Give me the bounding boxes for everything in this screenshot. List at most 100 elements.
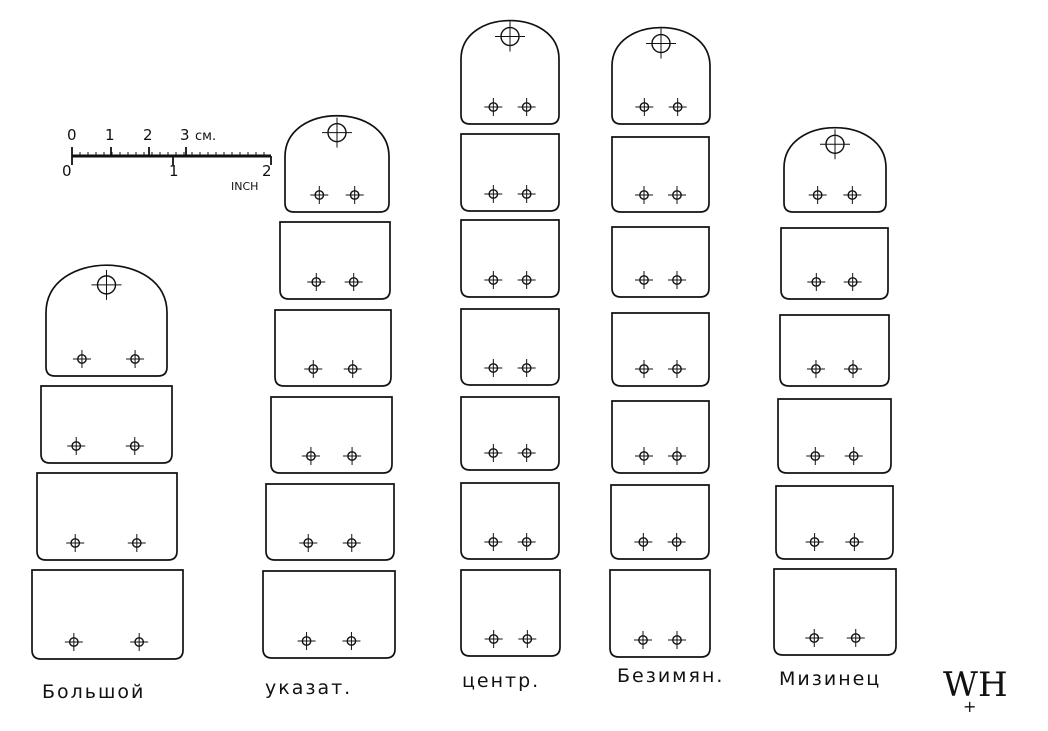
mounting-hole <box>846 629 865 647</box>
segment-plate <box>279 221 391 300</box>
column-little <box>773 127 897 656</box>
mounting-hole <box>301 447 320 465</box>
plate-outline <box>777 398 892 474</box>
mounting-hole <box>342 534 361 552</box>
scale-cm-unit: см. <box>195 129 217 144</box>
mounting-hole <box>667 186 686 204</box>
mounting-hole <box>517 271 536 289</box>
signature-mark: WH <box>943 665 1008 705</box>
mounting-hole <box>517 533 536 551</box>
mounting-hole <box>484 185 503 203</box>
mounting-hole <box>304 360 323 378</box>
plate-outline <box>609 569 711 658</box>
mounting-hole <box>635 98 654 116</box>
mounting-hole <box>844 447 863 465</box>
mounting-hole <box>805 533 824 551</box>
mounting-hole <box>484 630 503 648</box>
scale-bar <box>71 147 272 165</box>
mounting-hole <box>299 534 318 552</box>
plate-outline <box>460 569 561 657</box>
mounting-hole <box>843 273 862 291</box>
tip-plate <box>783 127 887 213</box>
mounting-hole <box>518 630 537 648</box>
segment-plate <box>460 308 560 386</box>
tip-plate <box>45 264 168 377</box>
scale-cm-3: 3 <box>180 126 190 144</box>
plate-outline <box>611 26 711 125</box>
plate-outline <box>611 400 710 474</box>
mounting-hole <box>667 271 686 289</box>
segment-plate <box>274 309 392 387</box>
segment-plate <box>460 219 560 298</box>
plate-outline <box>460 133 560 212</box>
mounting-hole <box>805 629 824 647</box>
column-index <box>262 115 396 659</box>
plate-outline <box>773 568 897 656</box>
mounting-hole <box>634 631 652 649</box>
mounting-hole <box>635 447 654 465</box>
mounting-hole <box>820 129 850 160</box>
mounting-hole <box>66 534 85 552</box>
mounting-hole <box>484 533 503 551</box>
segment-plate <box>265 483 395 561</box>
mounting-hole <box>646 28 676 59</box>
label-index: указат. <box>265 677 353 699</box>
mounting-hole <box>130 633 149 651</box>
segment-plate <box>36 472 178 561</box>
plate-outline <box>40 385 173 464</box>
segment-plate <box>610 484 710 560</box>
plate-outline <box>783 127 887 213</box>
mounting-hole <box>343 447 362 465</box>
scale-cm-0: 0 <box>67 126 77 144</box>
mounting-hole <box>67 437 86 455</box>
segment-plate <box>773 568 897 656</box>
mounting-hole <box>344 273 363 291</box>
mounting-hole <box>517 444 536 462</box>
scale-inch-1: 1 <box>169 162 179 180</box>
mounting-hole <box>484 98 503 116</box>
mounting-hole <box>297 632 316 650</box>
mounting-hole <box>635 360 654 378</box>
plate-outline <box>45 264 168 377</box>
mounting-hole <box>844 360 863 378</box>
mounting-hole <box>307 273 326 291</box>
plate-outline <box>775 485 894 560</box>
mounting-hole <box>72 350 91 368</box>
plate-outline <box>36 472 178 561</box>
mounting-hole <box>91 269 122 300</box>
plate-outline <box>610 484 710 560</box>
plate-outline <box>460 482 560 560</box>
plate-outline <box>262 570 396 659</box>
scale-cm-2: 2 <box>143 126 153 144</box>
mounting-hole <box>806 447 825 465</box>
mounting-hole <box>667 533 686 551</box>
mounting-hole <box>517 359 536 377</box>
mounting-hole <box>484 359 503 377</box>
mounting-hole <box>484 444 503 462</box>
plate-outline <box>611 312 710 387</box>
mounting-hole <box>517 185 536 203</box>
segment-plate <box>779 314 890 387</box>
mounting-hole <box>667 447 686 465</box>
mounting-hole <box>126 350 145 368</box>
tip-plate <box>284 115 390 213</box>
mounting-hole <box>517 98 536 116</box>
plate-outline <box>780 227 889 300</box>
plate-outline <box>460 219 560 298</box>
mounting-hole <box>843 186 862 204</box>
scale-cm-1: 1 <box>105 126 115 144</box>
segment-plate <box>609 569 711 658</box>
plate-outline <box>611 226 710 298</box>
segment-plate <box>262 570 396 659</box>
mounting-hole <box>342 632 361 650</box>
plate-outline <box>279 221 391 300</box>
plate-outline <box>460 19 560 125</box>
plate-outline <box>265 483 395 561</box>
segment-plate <box>611 400 710 474</box>
segment-plate <box>611 226 710 298</box>
segment-plate <box>40 385 173 464</box>
label-little: Мизинец <box>779 668 882 690</box>
mounting-hole <box>668 98 687 116</box>
mounting-hole <box>635 186 654 204</box>
